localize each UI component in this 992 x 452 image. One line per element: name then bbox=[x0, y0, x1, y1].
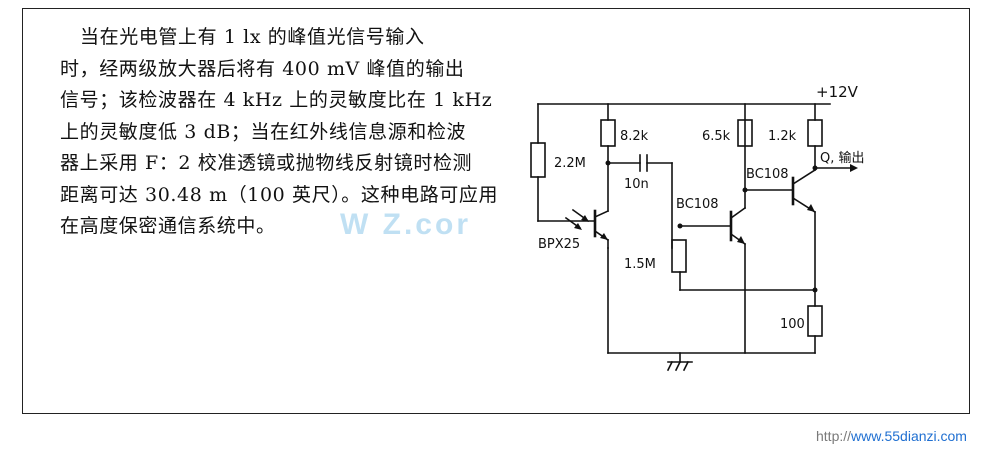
q1-label: BC108 bbox=[676, 197, 719, 212]
ground-rail bbox=[607, 247, 816, 372]
diagram-frame bbox=[22, 8, 970, 414]
node-dot bbox=[742, 187, 748, 193]
r3-label: 1.5M bbox=[624, 257, 656, 272]
node-dot bbox=[812, 287, 818, 293]
supply-label: +12V bbox=[816, 83, 859, 101]
capacitor-c1 bbox=[607, 154, 673, 249]
description-line-4: 上的灵敏度低 3 dB；当在红外线信息源和检波 bbox=[60, 120, 467, 143]
output-terminal bbox=[814, 164, 858, 172]
phototransistor-label: BPX25 bbox=[538, 237, 580, 252]
phototransistor bbox=[564, 208, 610, 249]
resistor-r4 bbox=[737, 119, 794, 191]
resistor-r3 bbox=[671, 239, 816, 291]
transistor-q2 bbox=[791, 168, 817, 307]
description-line-5: 器上采用 F：2 校准透镜或抛物线反射镜时检测 bbox=[60, 152, 473, 174]
node-dot bbox=[812, 165, 818, 171]
corner-watermark: http://www.55dianzi.com bbox=[816, 428, 967, 444]
r4-label: 6.5k bbox=[702, 129, 731, 144]
r2-label: 8.2k bbox=[620, 129, 649, 144]
description-line-1: 当在光电管上有 1 lx 的峰值光信号输入 bbox=[80, 26, 425, 48]
center-watermark: W Z.cor bbox=[340, 208, 471, 241]
description-line-2: 时，经两级放大器后将有 400 mV 峰值的输出 bbox=[60, 57, 465, 80]
description-line-3: 信号；该检波器在 4 kHz 上的灵敏度比在 1 kHz bbox=[60, 89, 493, 111]
node-dot bbox=[677, 223, 683, 229]
r1-label: 2.2M bbox=[554, 156, 586, 171]
description-line-6: 距离可达 30.48 m（100 英尺）。这种电路可应用 bbox=[60, 183, 499, 206]
r6-label: 100 bbox=[780, 317, 805, 332]
q2-label: BC108 bbox=[746, 167, 789, 182]
output-label: Q, 输出 bbox=[820, 150, 865, 166]
resistor-r2 bbox=[600, 103, 616, 212]
circuit-description: 当在光电管上有 1 lx 的峰值光信号输入 时，经两级放大器后将有 400 mV… bbox=[60, 22, 499, 243]
description-line-7: 在高度保密通信系统中。 bbox=[60, 215, 276, 237]
resistor-r5 bbox=[807, 103, 823, 171]
supply-rail bbox=[537, 103, 831, 144]
r5-label: 1.2k bbox=[768, 129, 797, 144]
watermark-prefix: http:// bbox=[816, 428, 852, 444]
node-dot bbox=[605, 160, 611, 166]
resistor-r1 bbox=[530, 142, 596, 222]
watermark-url: www.55dianzi.com bbox=[851, 428, 967, 444]
resistor-r6 bbox=[807, 305, 823, 354]
c1-label: 10n bbox=[624, 177, 649, 192]
